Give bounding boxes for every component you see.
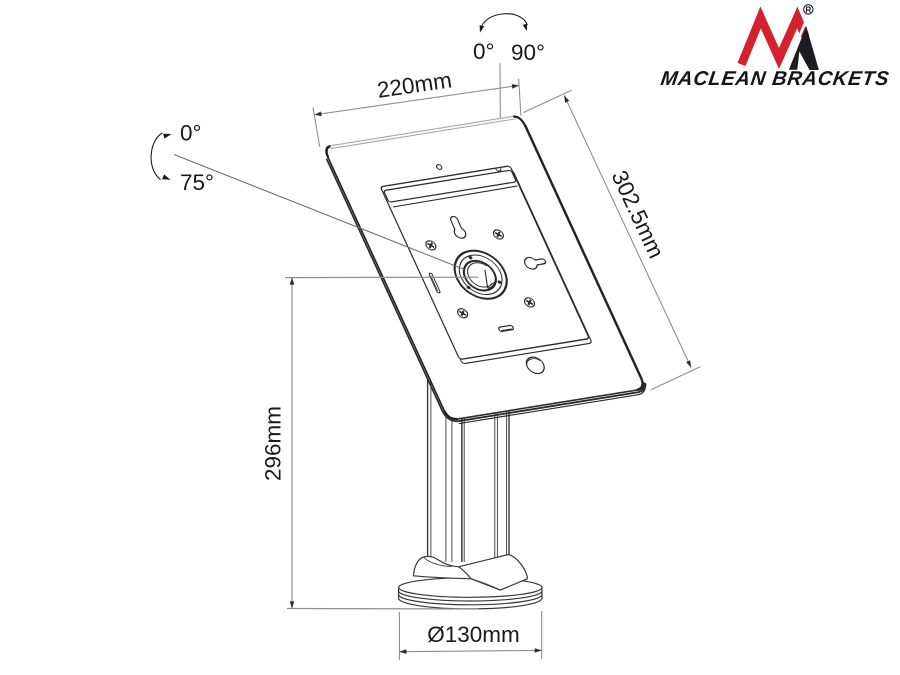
svg-text:R: R: [805, 6, 811, 15]
svg-text:90°: 90°: [511, 40, 545, 65]
svg-text:296mm: 296mm: [261, 406, 286, 481]
svg-text:Ø130mm: Ø130mm: [427, 622, 520, 647]
svg-text:0°: 0°: [473, 39, 495, 64]
svg-text:75°: 75°: [180, 170, 214, 195]
svg-text:0°: 0°: [180, 121, 202, 146]
svg-text:MACLEAN BRACKETS: MACLEAN BRACKETS: [659, 68, 891, 90]
